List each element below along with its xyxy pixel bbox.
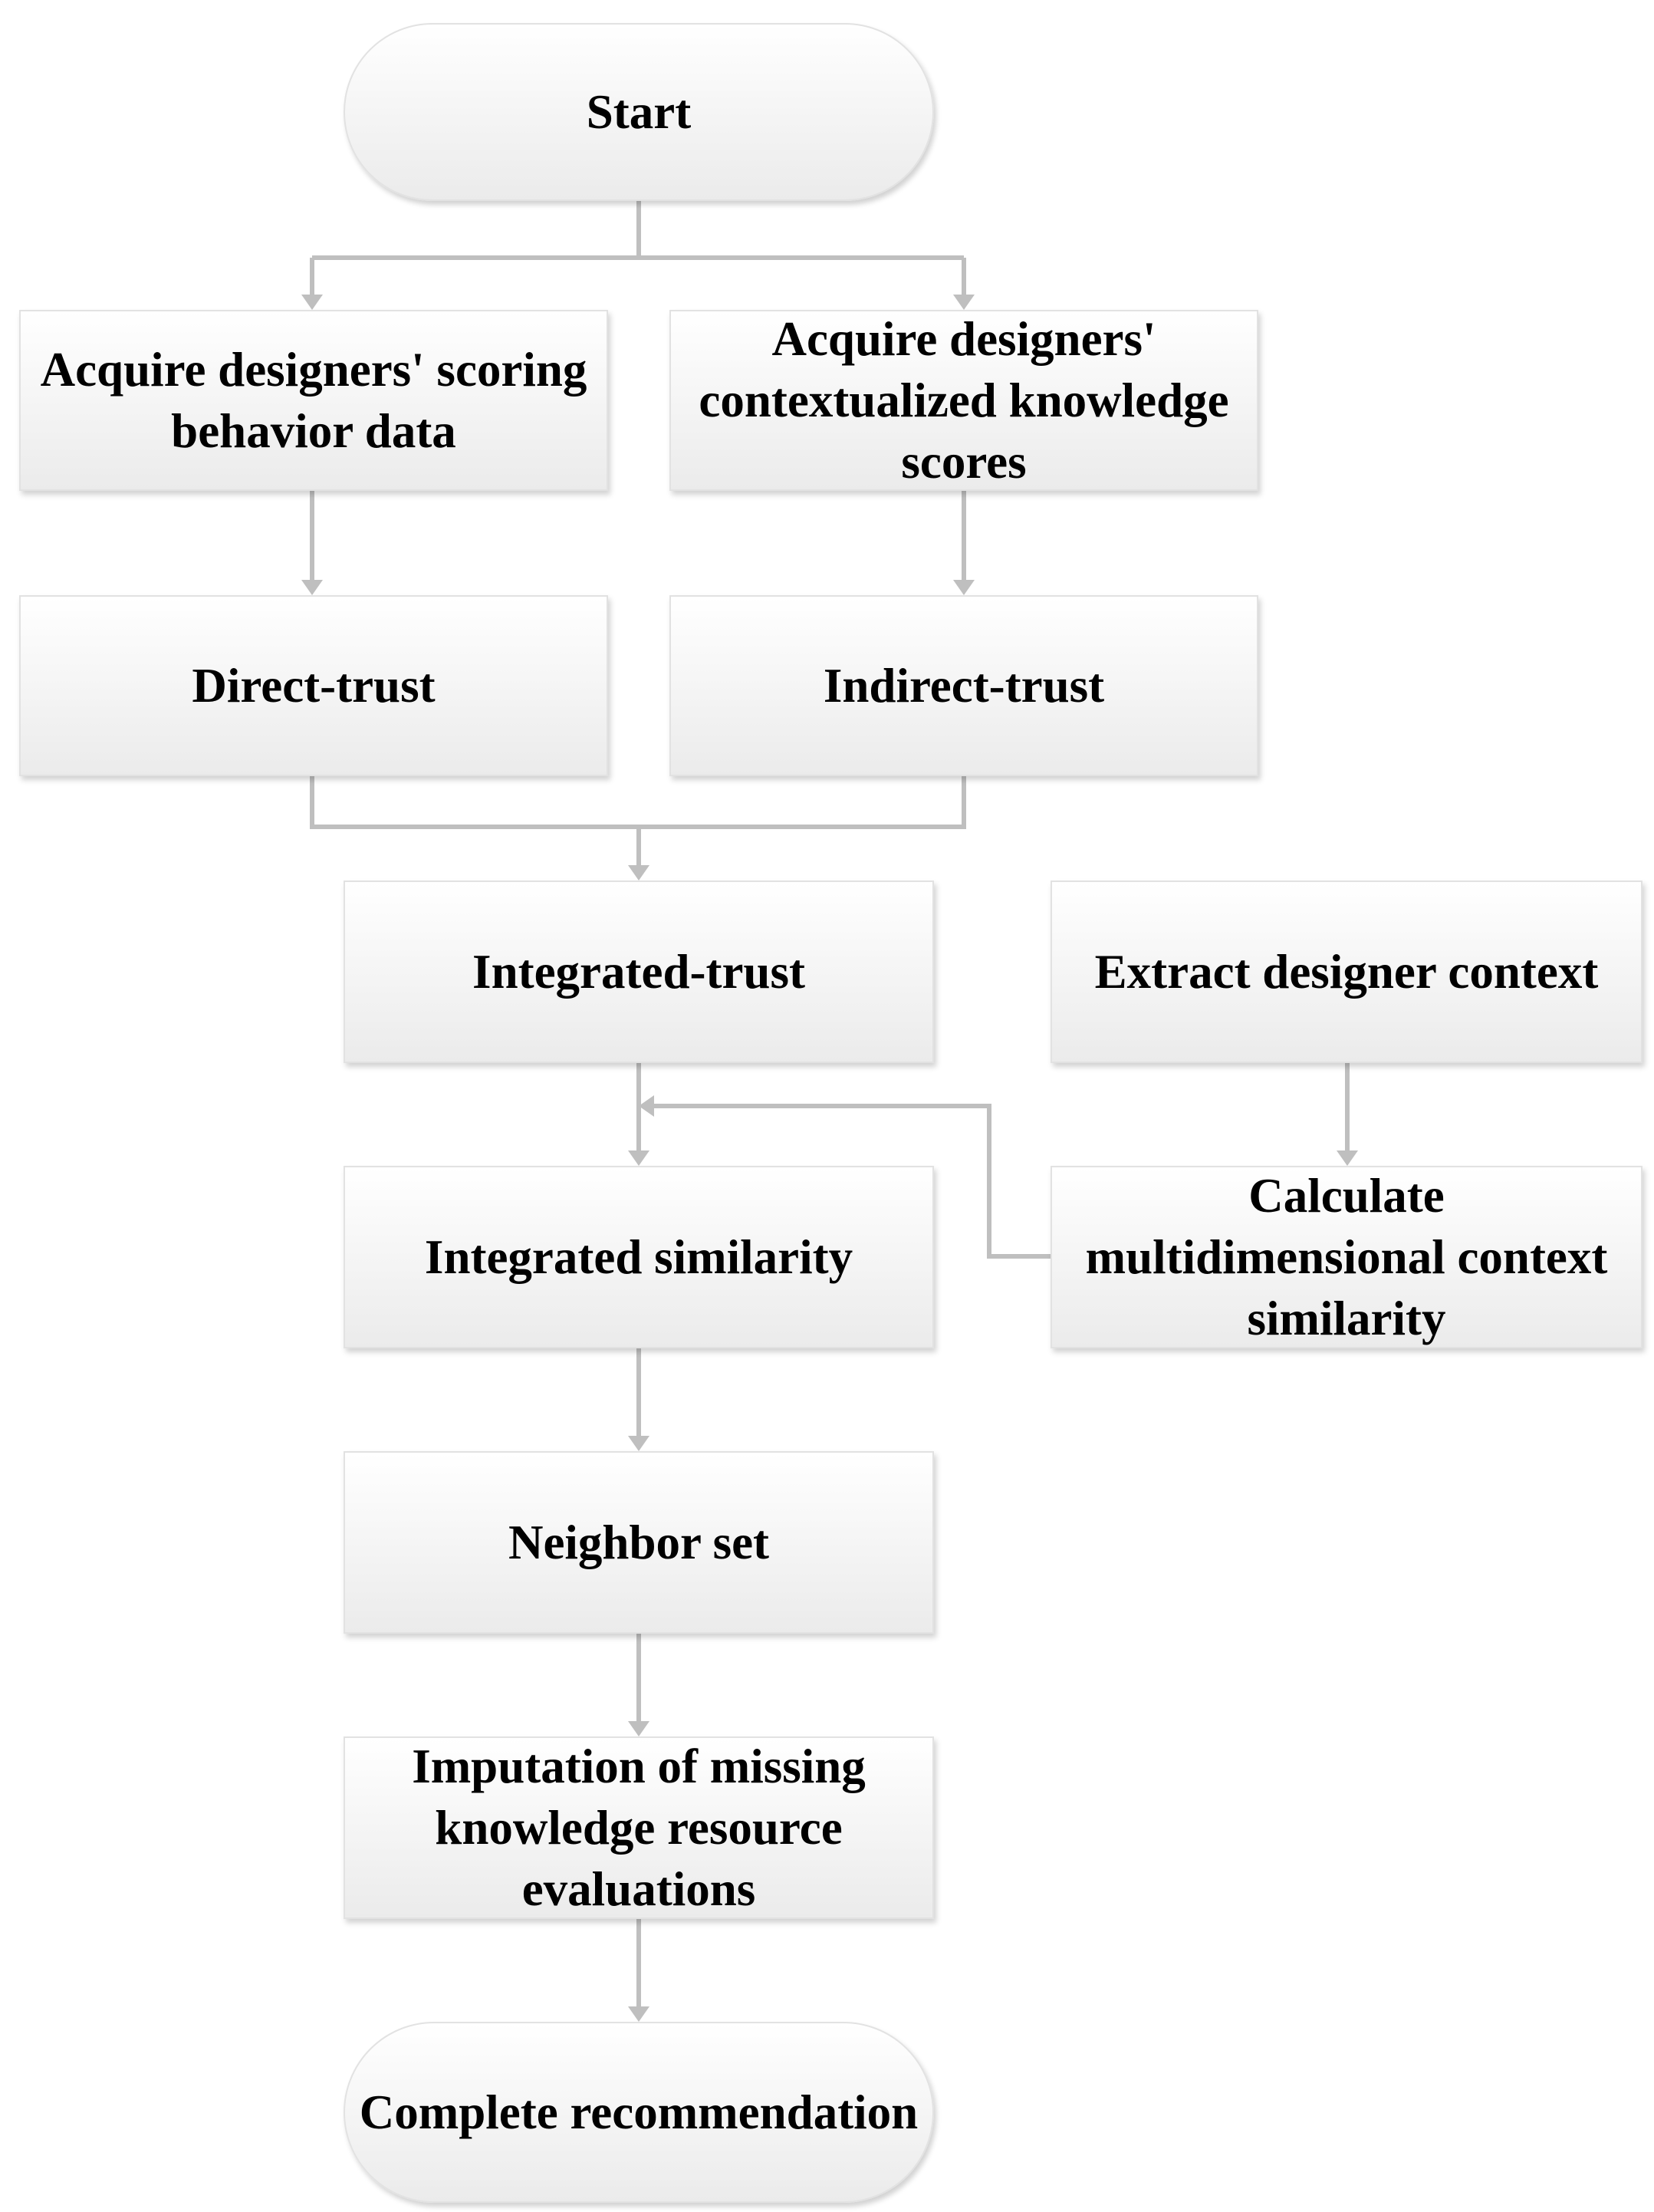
complete-node: Complete recommendation <box>344 2022 934 2203</box>
arrowhead-direct-trust <box>301 580 323 595</box>
context-similarity-node: Calculate multidimensional context simil… <box>1051 1166 1642 1348</box>
imputation-label: Imputation of missing knowledge resource… <box>412 1740 866 1916</box>
start-node-label: Start <box>586 85 692 139</box>
arrowhead-context-similarity <box>1337 1150 1358 1166</box>
arrowhead-neighbor-set <box>628 1436 649 1451</box>
direct-trust-label: Direct-trust <box>192 659 436 713</box>
neighbor-set-label: Neighbor set <box>508 1516 770 1569</box>
acquire-scoring-node: Acquire designers' scoring behavior data <box>19 310 608 491</box>
indirect-trust-label: Indirect-trust <box>823 659 1105 713</box>
integrated-trust-node: Integrated-trust <box>344 881 934 1063</box>
imputation-node: Imputation of missing knowledge resource… <box>344 1736 934 1919</box>
start-node: Start <box>344 23 934 201</box>
acquire-contextualized-label: Acquire designers' contextualized knowle… <box>699 312 1229 489</box>
integrated-similarity-label: Integrated similarity <box>424 1230 853 1284</box>
connector-context-similarity-to-integrated-similarity <box>646 1104 1051 1259</box>
arrowhead-feedback <box>639 1095 654 1117</box>
arrowhead-acquire-scoring <box>301 295 323 310</box>
acquire-contextualized-node: Acquire designers' contextualized knowle… <box>669 310 1258 491</box>
integrated-similarity-node: Integrated similarity <box>344 1166 934 1348</box>
indirect-trust-node: Indirect-trust <box>669 595 1258 776</box>
connector-trust-merge <box>310 776 966 829</box>
neighbor-set-node: Neighbor set <box>344 1451 934 1634</box>
arrowhead-complete <box>628 2006 649 2022</box>
direct-trust-node: Direct-trust <box>19 595 608 776</box>
extract-context-node: Extract designer context <box>1051 881 1642 1063</box>
complete-label: Complete recommendation <box>359 2085 919 2139</box>
integrated-trust-label: Integrated-trust <box>472 945 805 999</box>
arrowhead-integrated-similarity <box>628 1150 649 1166</box>
arrowhead-acquire-contextualized <box>953 295 975 310</box>
extract-context-label: Extract designer context <box>1094 945 1599 999</box>
arrowhead-integrated-trust <box>628 865 649 881</box>
acquire-scoring-label: Acquire designers' scoring behavior data <box>40 343 587 458</box>
context-similarity-label: Calculate multidimensional context simil… <box>1085 1169 1608 1345</box>
arrowhead-imputation <box>628 1721 649 1736</box>
arrowhead-indirect-trust <box>953 580 975 595</box>
